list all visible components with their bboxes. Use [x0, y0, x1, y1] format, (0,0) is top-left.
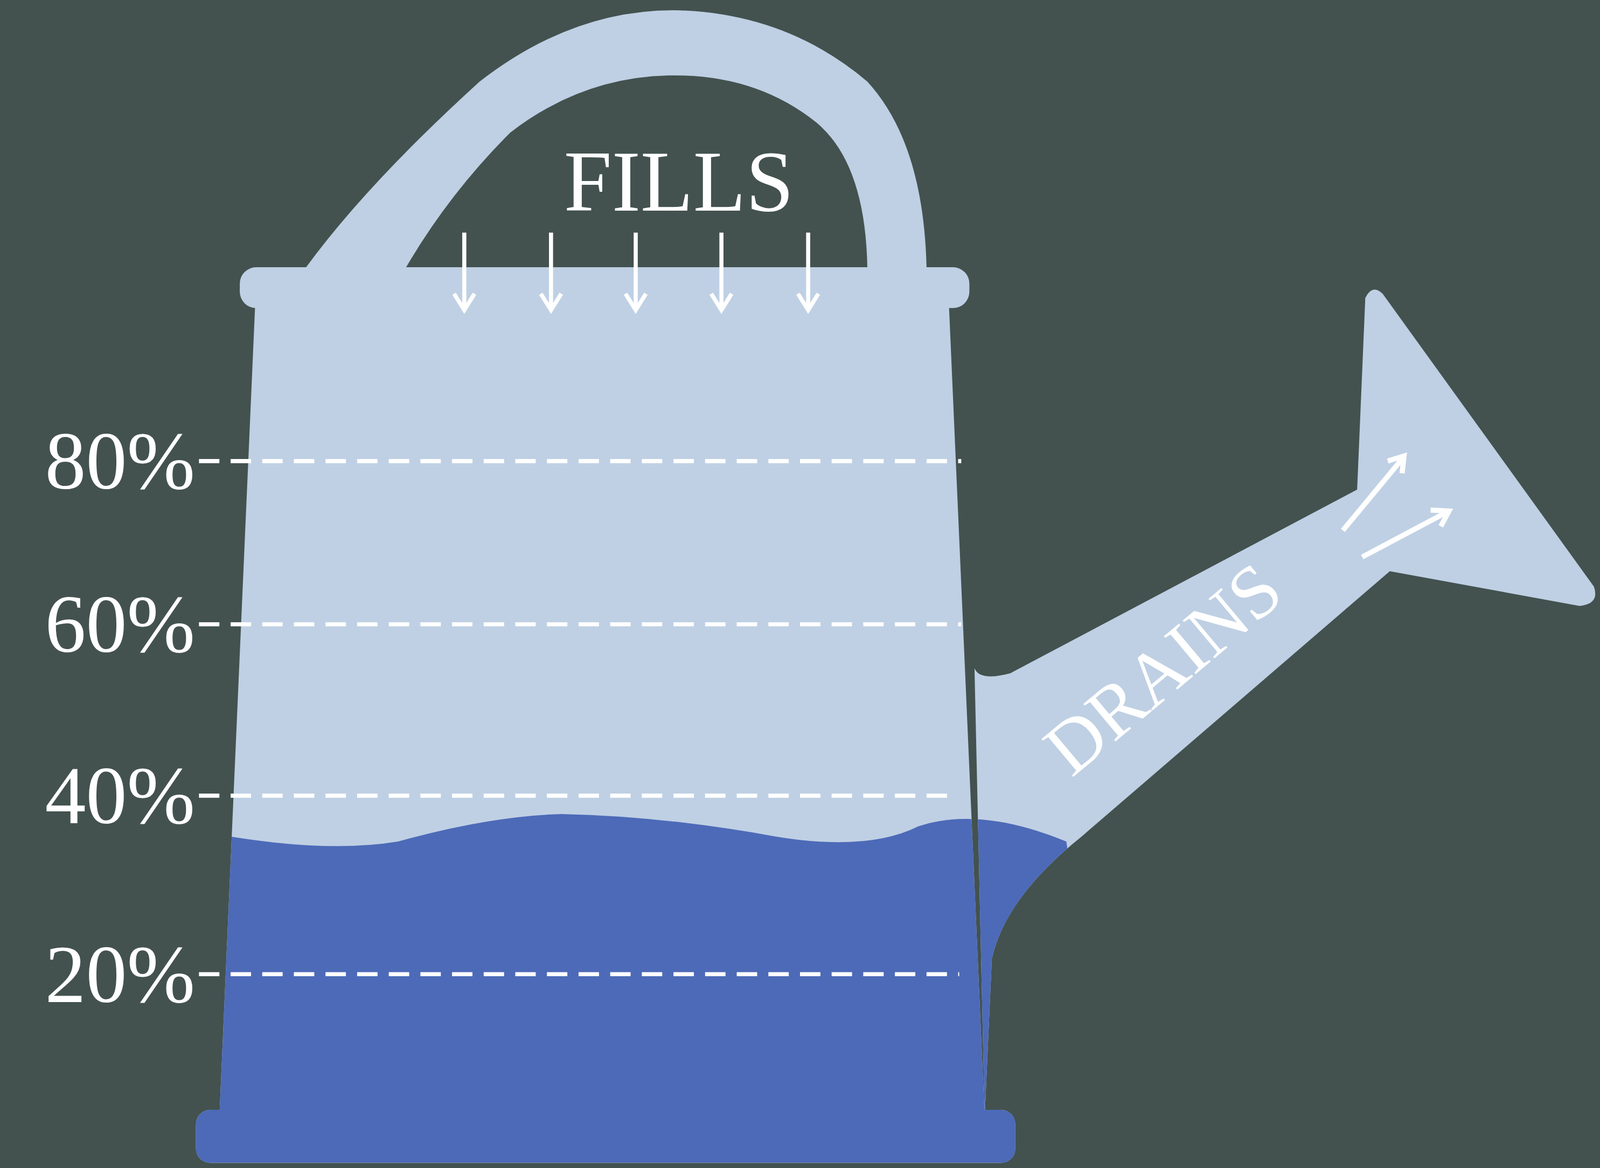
level-label: 80%	[44, 420, 196, 503]
level-label: 20%	[44, 933, 196, 1016]
drain-arrows	[1343, 455, 1450, 557]
fill-label: FILLS	[564, 138, 795, 225]
water	[152, 814, 1123, 1168]
level-label: 40%	[44, 754, 196, 837]
level-lines	[198, 461, 962, 975]
fill-arrows	[454, 232, 819, 311]
level-label: 60%	[44, 583, 196, 666]
